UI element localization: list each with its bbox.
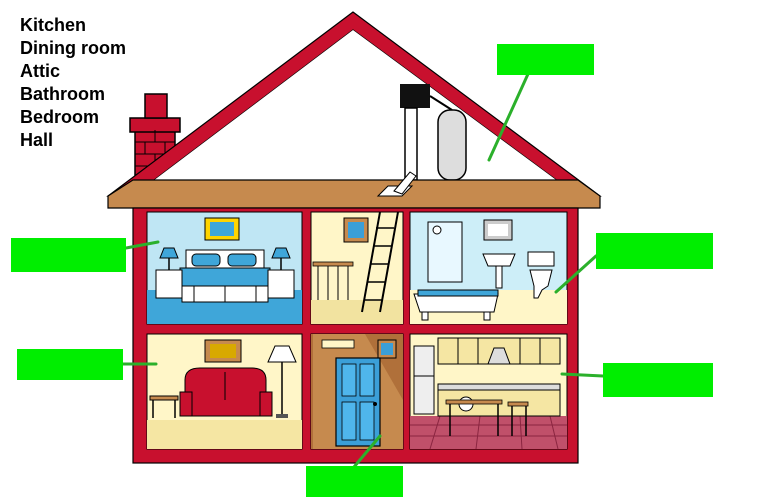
room-bathroom — [409, 211, 568, 325]
answer-box-hall[interactable] — [306, 466, 403, 497]
answer-box-kitchen[interactable] — [603, 363, 713, 397]
room-hall — [310, 333, 404, 450]
room-kitchen — [409, 333, 568, 450]
roof — [106, 11, 602, 197]
room-bedroom — [146, 211, 303, 325]
word-bank: Kitchen Dining room Attic Bathroom Bedro… — [20, 14, 126, 152]
answer-box-living-room[interactable] — [17, 349, 123, 380]
pointer-line-bedroom — [124, 240, 160, 250]
answer-box-attic[interactable] — [497, 44, 594, 75]
pointer-line-bathroom — [554, 254, 598, 294]
answer-box-bedroom[interactable] — [11, 238, 126, 272]
word-dining-room: Dining room — [20, 38, 126, 58]
word-kitchen: Kitchen — [20, 15, 87, 35]
word-bedroom: Bedroom — [20, 107, 100, 127]
pointer-lines — [120, 72, 605, 469]
pointer-line-hall — [352, 434, 382, 469]
room-landing — [310, 211, 404, 325]
word-bathroom: Bathroom — [20, 84, 105, 104]
room-living-room — [146, 333, 303, 450]
attic-objects — [400, 84, 467, 181]
word-hall: Hall — [20, 130, 54, 150]
pointer-line-kitchen — [560, 372, 605, 378]
pointer-line-attic — [487, 72, 530, 162]
answer-box-bathroom[interactable] — [596, 233, 713, 269]
attic-floor — [107, 171, 601, 209]
word-attic: Attic — [20, 61, 60, 81]
